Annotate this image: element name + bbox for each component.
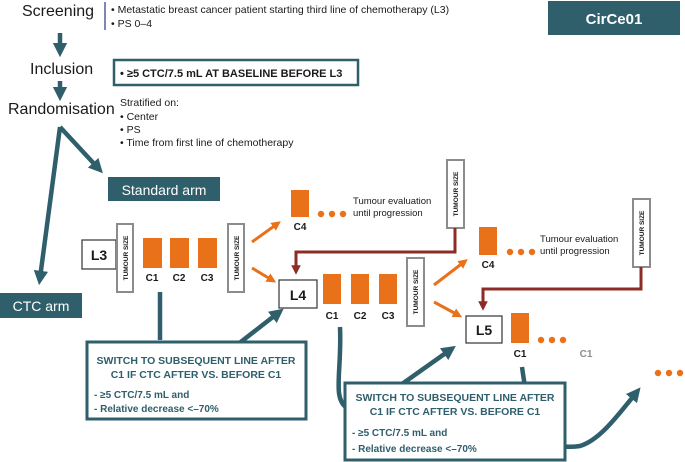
switch-box-1-title-2: C1 IF CTC AFTER VS. BEFORE C1	[111, 369, 282, 381]
step-inclusion: Inclusion	[30, 61, 93, 78]
tumour-size-box-l4	[406, 257, 425, 327]
progression-arrow-to-l5	[478, 267, 643, 311]
stratified-item-center: • Center	[120, 111, 159, 123]
arrow-l3-to-l4	[251, 266, 277, 283]
cycle-l5-c1-ghost-label: C1	[580, 349, 593, 360]
tumour-size-box-l3-pre	[116, 223, 134, 293]
tumour-eval-2-line1: Tumour evaluation	[540, 234, 618, 245]
step-screening: Screening	[22, 3, 94, 20]
tumour-eval-2-line2: until progression	[540, 246, 610, 257]
arrow-to-ctc-arm	[33, 126, 63, 286]
dot	[654, 369, 662, 377]
dot	[506, 248, 514, 256]
arrow-l4-to-l5	[433, 300, 463, 318]
screening-criterion-1: • Metastatic breast cancer patient start…	[111, 4, 449, 16]
tumour-eval-1-line2: until progression	[353, 208, 423, 219]
ctc-arm-label: CTC arm	[13, 298, 70, 314]
cycle-l3-c2	[170, 238, 189, 268]
cycle-l3-c2-label: C2	[173, 273, 186, 284]
cycle-l3-c1	[143, 238, 162, 268]
dot	[339, 210, 347, 218]
cycle-l4-c2-label: C2	[354, 311, 367, 322]
cycle-l4-c3	[379, 274, 397, 304]
ctc-arm-box	[0, 293, 82, 318]
stratified-title: Stratified on:	[120, 97, 179, 109]
screening-criterion-2: • PS 0–4	[111, 18, 152, 30]
dot	[528, 248, 536, 256]
switch-box-1-item-2: - Relative decrease <–70%	[94, 404, 219, 415]
switch-box-2	[343, 381, 567, 462]
switch-box-2-item-2: - Relative decrease <–70%	[352, 444, 477, 455]
stratified-item-time: • Time from first line of chemotherapy	[120, 137, 294, 149]
dot	[328, 210, 336, 218]
cycle-l4-c3-label: C3	[382, 311, 395, 322]
dot	[559, 336, 567, 344]
switch-box-1-item-1: - ≥5 CTC/7.5 mL and	[94, 390, 189, 401]
badge-label: CirCe01	[586, 11, 643, 28]
arrow-to-standard-arm	[58, 125, 103, 174]
tumour-size-label-eval-2: TUMOUR SIZE	[639, 210, 646, 255]
cycle-l3-c4-label: C4	[294, 222, 307, 233]
cycle-l4-c4	[479, 227, 497, 255]
stratified-item-ps: • PS	[120, 124, 141, 136]
arrow-l3-to-c4	[251, 221, 281, 244]
ctc-switch-arrow-to-l5	[400, 345, 456, 386]
dot	[537, 336, 545, 344]
switch-box-2-item-1: - ≥5 CTC/7.5 mL and	[352, 428, 447, 439]
arrow-l4-to-c4	[433, 259, 468, 287]
line-l5-box	[465, 315, 503, 344]
switch-box-1	[85, 340, 308, 421]
line-l5-label: L5	[476, 322, 493, 338]
inclusion-box	[112, 58, 360, 87]
dot	[548, 336, 556, 344]
tumour-size-label-l4: TUMOUR SIZE	[413, 269, 420, 314]
dot	[517, 248, 525, 256]
step-randomisation: Randomisation	[8, 101, 115, 118]
tumour-size-box-l3-post	[227, 223, 245, 293]
cycle-l3-c1-label: C1	[146, 273, 159, 284]
line-l4-box	[278, 279, 318, 309]
cycle-l3-c3-label: C3	[201, 273, 214, 284]
cycle-l4-c2	[351, 274, 369, 304]
tumour-eval-1-line1: Tumour evaluation	[353, 196, 431, 207]
tumour-size-label-l3-pre: TUMOUR SIZE	[123, 235, 130, 280]
dot	[665, 369, 673, 377]
switch-box-1-title-1: SWITCH TO SUBSEQUENT LINE AFTER	[97, 355, 296, 367]
tumour-size-label-l3-post: TUMOUR SIZE	[234, 235, 241, 280]
cycle-l3-c3	[198, 238, 217, 268]
cycle-l4-c1-label: C1	[326, 311, 339, 322]
cycle-l5-c1-label: C1	[514, 349, 527, 360]
progression-arrow-to-l4	[291, 228, 457, 275]
cycle-l4-c1	[323, 274, 341, 304]
badge-box	[548, 1, 680, 35]
ctc-stem-l4	[336, 326, 349, 410]
line-l4-label: L4	[290, 287, 307, 303]
dot	[317, 210, 325, 218]
switch-box-2-title-1: SWITCH TO SUBSEQUENT LINE AFTER	[356, 392, 555, 404]
cycle-l3-c4	[291, 190, 309, 217]
standard-arm-box	[108, 177, 220, 201]
dot	[676, 369, 684, 377]
line-l3-box	[81, 239, 117, 270]
switch-box-2-title-2: C1 IF CTC AFTER VS. BEFORE C1	[370, 406, 541, 418]
line-l3-label: L3	[91, 247, 108, 263]
tumour-size-label-eval-1: TUMOUR SIZE	[453, 171, 460, 216]
inclusion-criterion: • ≥5 CTC/7.5 mL AT BASELINE BEFORE L3	[120, 68, 342, 80]
cycle-l5-c1	[511, 313, 529, 343]
cycle-l4-c4-label: C4	[482, 260, 495, 271]
standard-arm-label: Standard arm	[122, 182, 207, 198]
